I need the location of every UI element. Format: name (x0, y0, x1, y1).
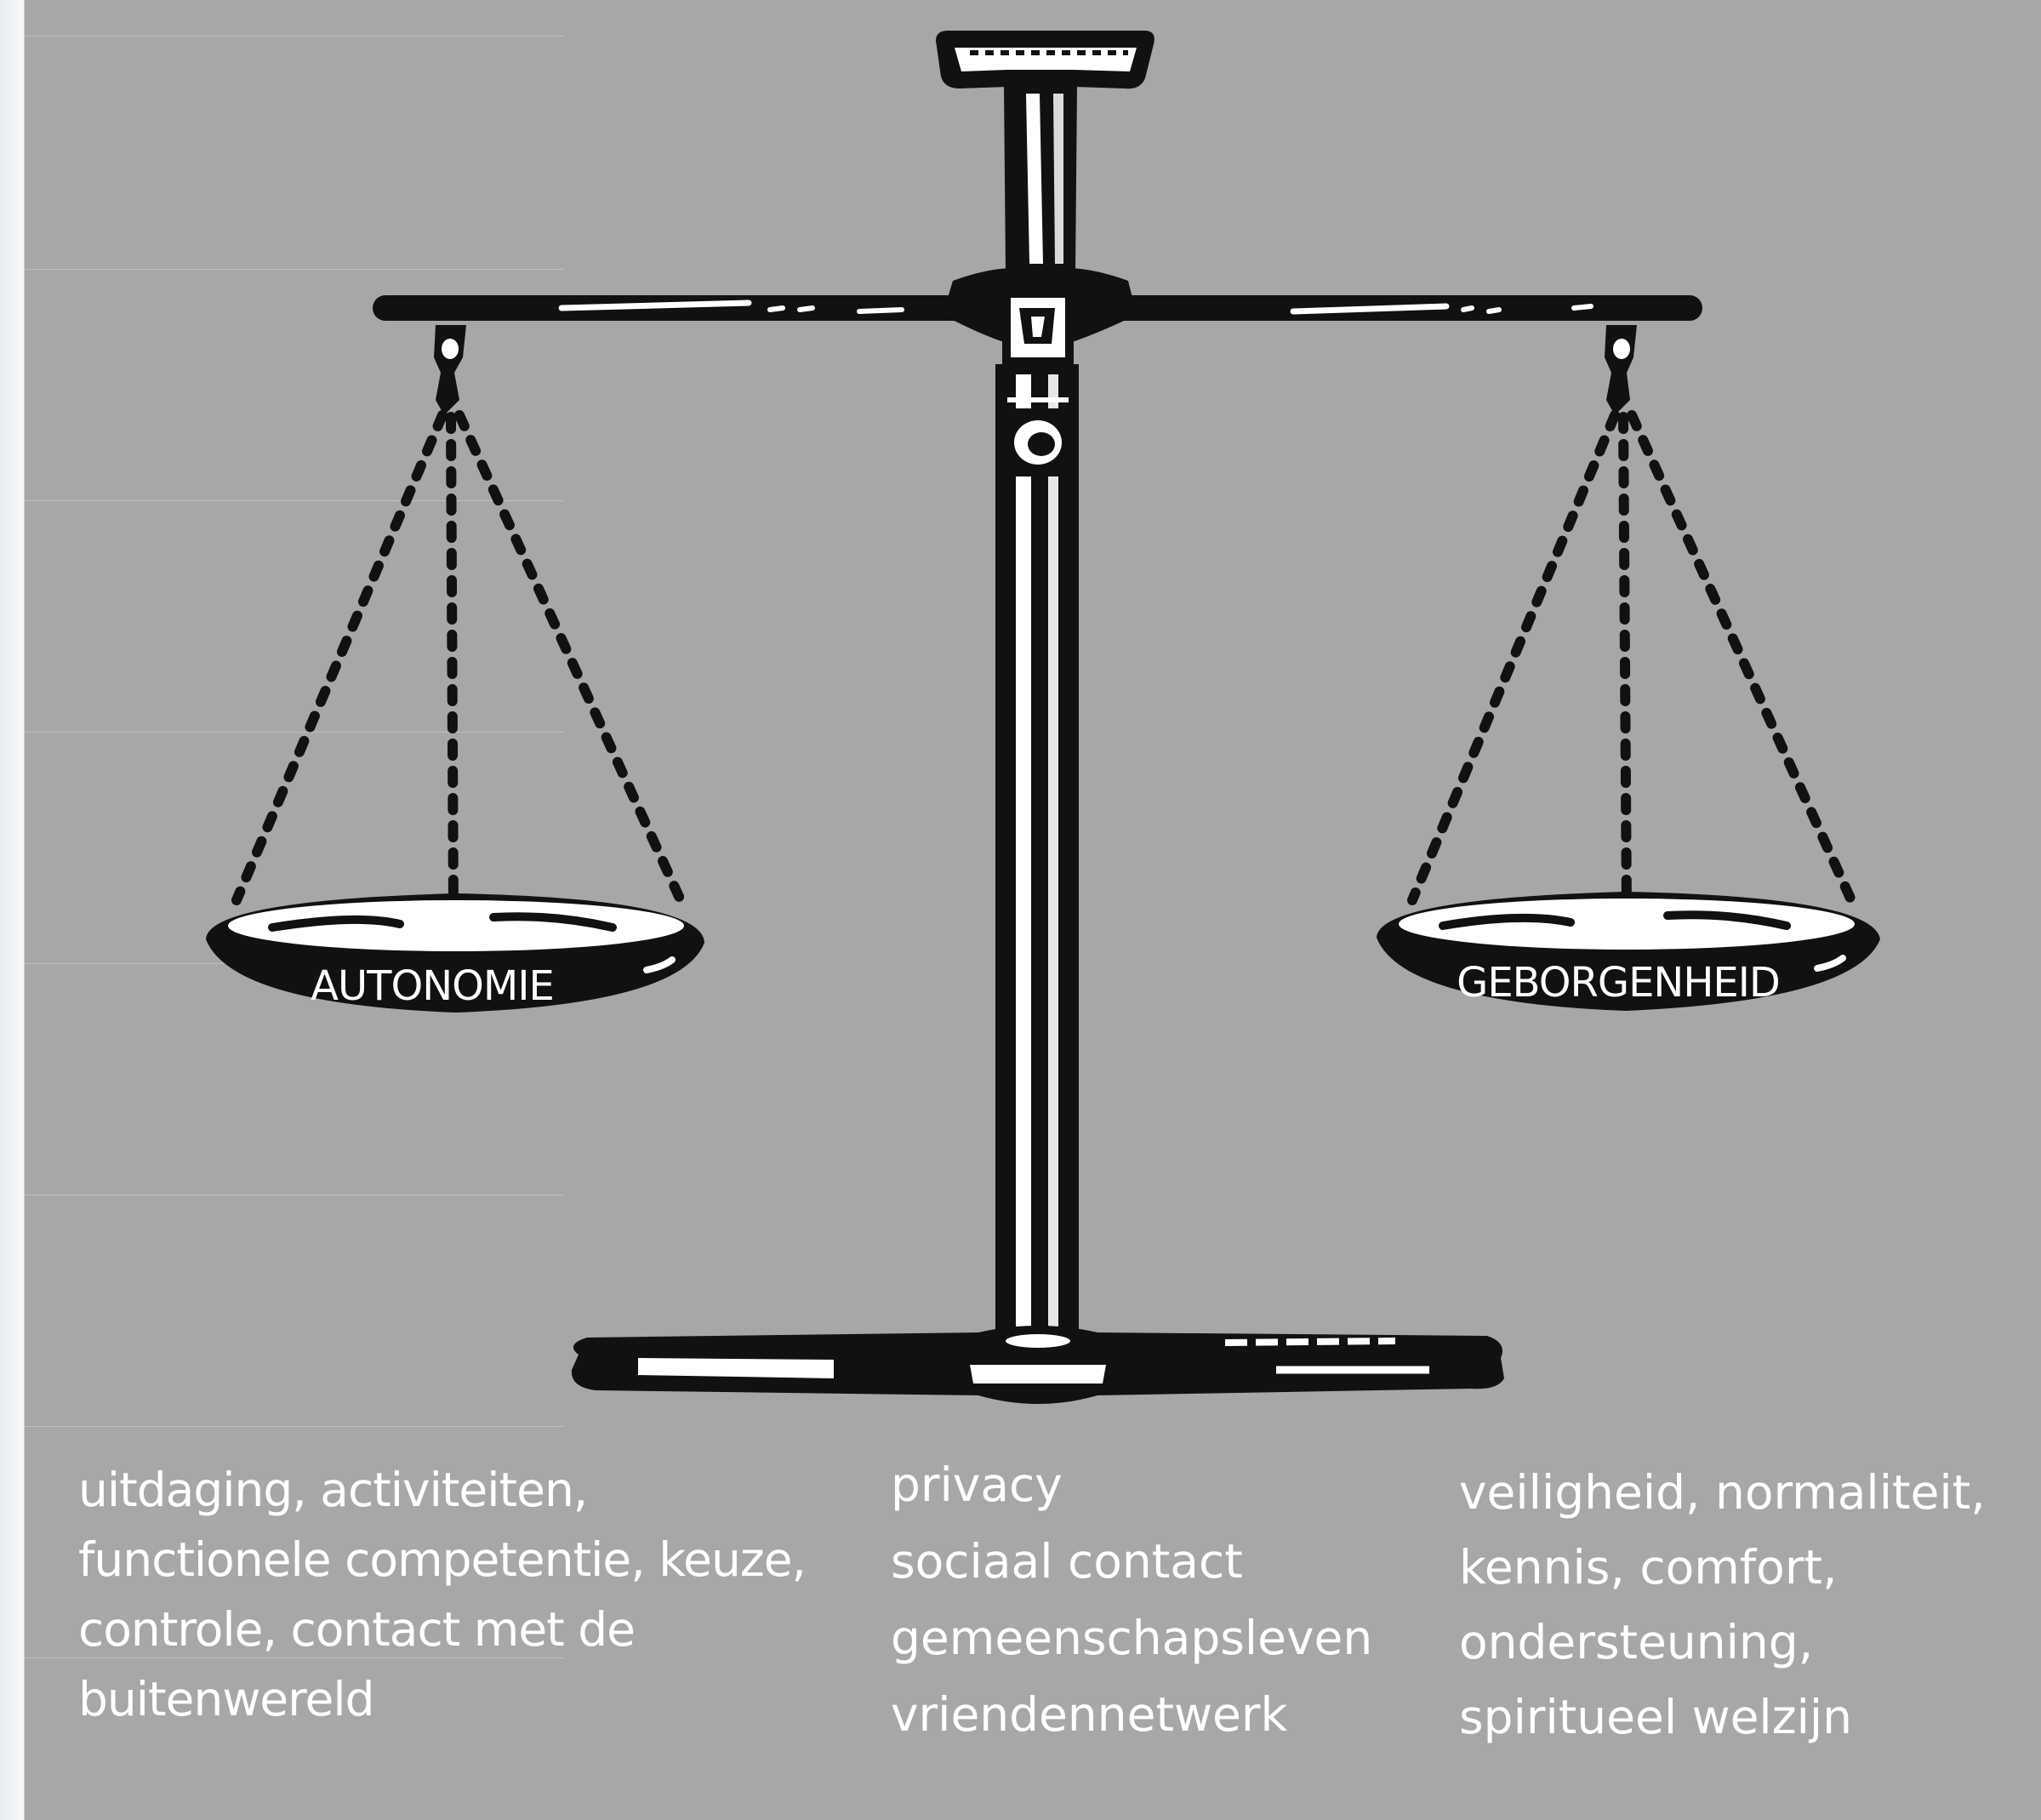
list-item: controle, contact met de (78, 1595, 806, 1664)
list-item: spiritueel welzijn (1459, 1680, 1986, 1754)
autonomie-aspects-list: uitdaging, activiteiten, functionele com… (78, 1455, 806, 1734)
list-item: vriendennetwerk (891, 1676, 1372, 1753)
scale-upper-stem (1004, 85, 1077, 272)
list-item: sociaal contact (891, 1523, 1372, 1600)
list-item: privacy (891, 1446, 1372, 1523)
list-item: buitenwereld (78, 1664, 806, 1734)
right-pan-chains (1412, 325, 1851, 909)
autonomie-label: AUTONOMIE (311, 966, 554, 1007)
scale-base (572, 1326, 1504, 1404)
list-item: ondersteuning, (1459, 1605, 1986, 1680)
geborgenheid-aspects-list: veiligheid, normaliteit, kennis, comfort… (1459, 1455, 1986, 1754)
geborgenheid-label: GEBORGENHEID (1457, 962, 1780, 1003)
scale-main-column (995, 364, 1079, 1348)
scale-beam (373, 268, 1702, 364)
left-pan-chains (237, 325, 681, 909)
list-item: uitdaging, activiteiten, (78, 1455, 806, 1525)
list-item: gemeenschapsleven (891, 1600, 1372, 1676)
list-item: kennis, comfort, (1459, 1530, 1986, 1605)
shared-aspects-list: privacy sociaal contact gemeenschapsleve… (891, 1446, 1372, 1753)
list-item: functionele competentie, keuze, (78, 1525, 806, 1595)
list-item: veiligheid, normaliteit, (1459, 1455, 1986, 1530)
